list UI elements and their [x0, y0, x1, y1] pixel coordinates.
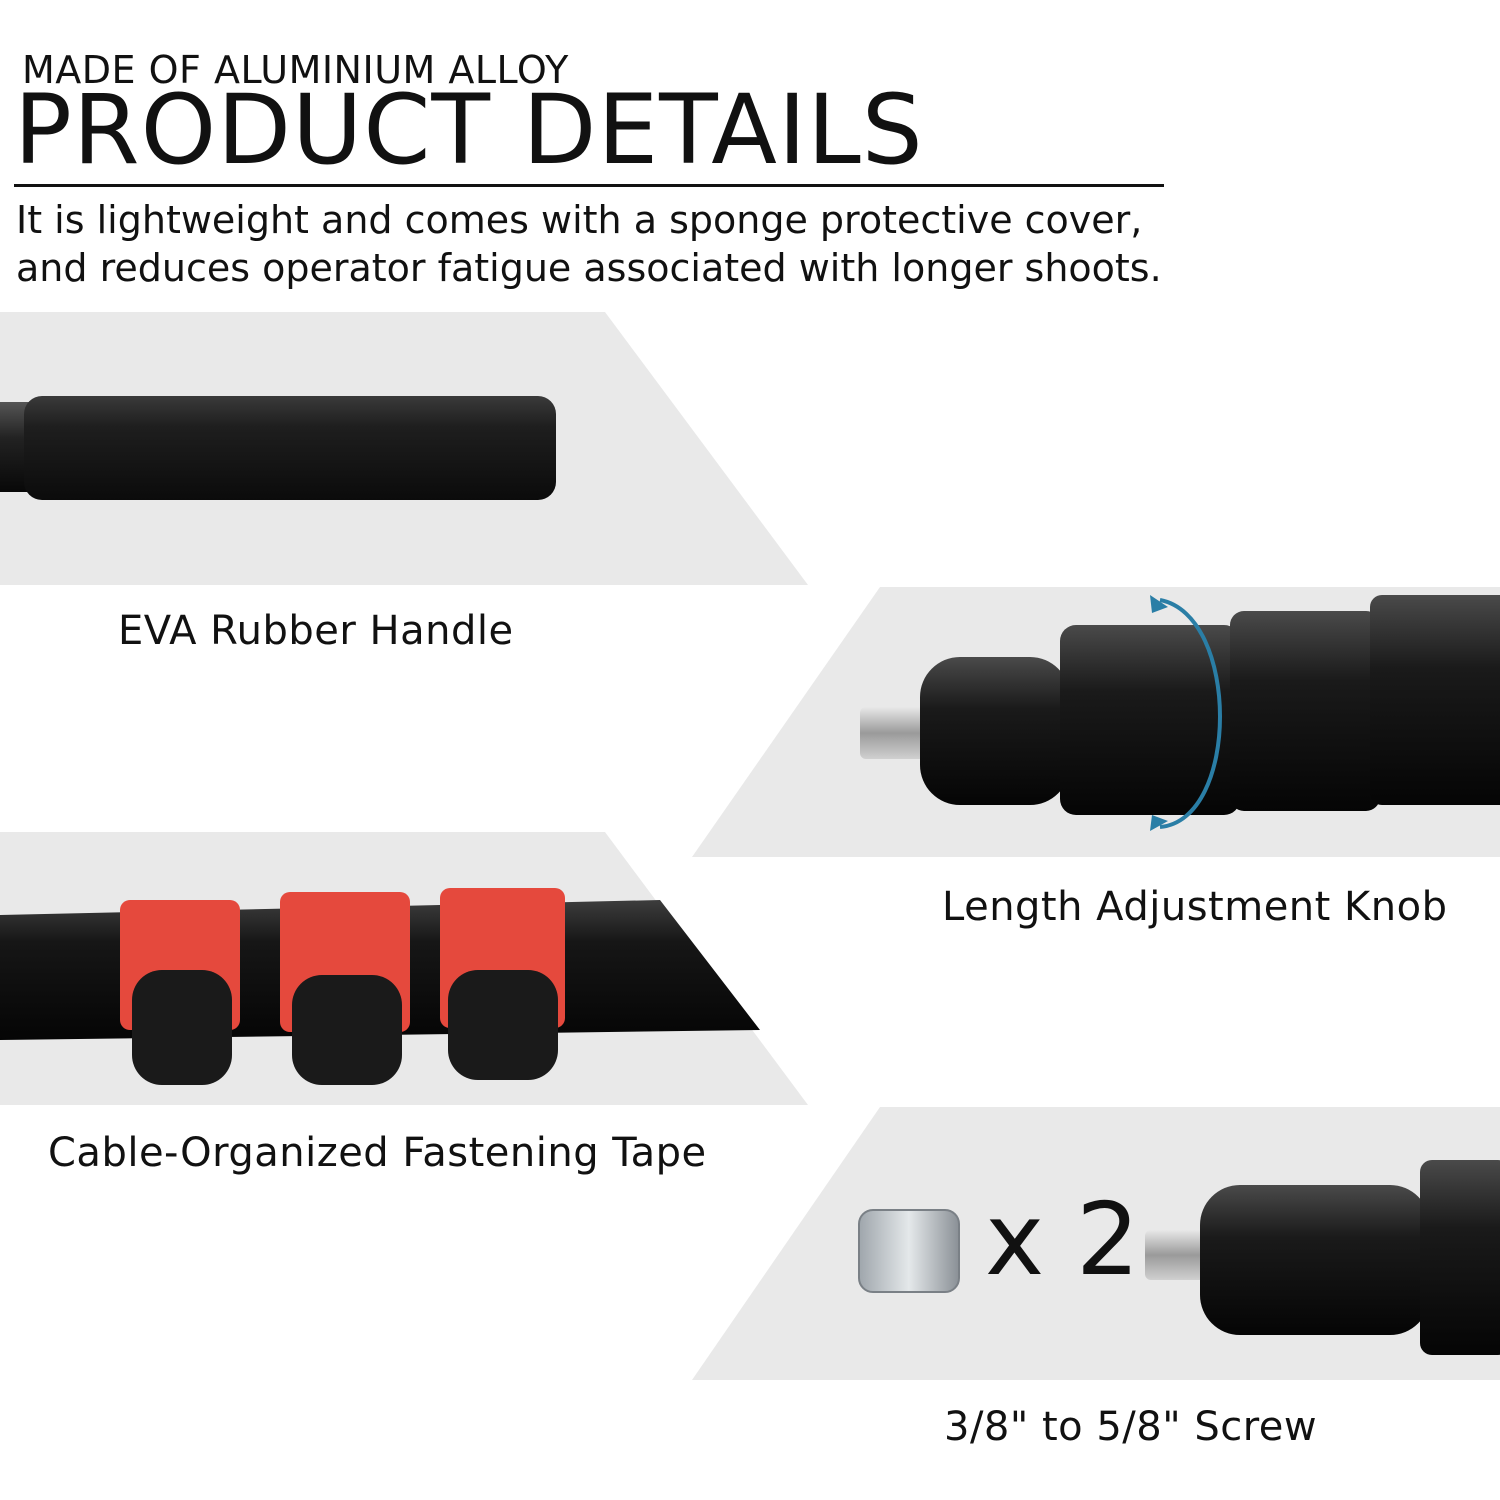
strap-2 — [280, 892, 410, 1085]
caption-screw: 3/8" to 5/8" Screw — [944, 1404, 1318, 1450]
strap-1 — [120, 900, 240, 1085]
strap-3 — [440, 888, 565, 1080]
adapter-nut-image — [858, 1209, 960, 1293]
quantity-label: x 2 — [985, 1181, 1140, 1298]
adjustment-knob-image — [860, 595, 1500, 831]
screw-mount-image — [1145, 1160, 1500, 1355]
page-title: PRODUCT DETAILS — [14, 74, 924, 186]
caption-eva-handle: EVA Rubber Handle — [118, 608, 514, 654]
subtitle: MADE OF ALUMINIUM ALLOY — [22, 48, 569, 92]
foam-handle-image — [0, 396, 556, 500]
description-line-1: It is lightweight and comes with a spong… — [16, 198, 1143, 242]
description: It is lightweight and comes with a spong… — [16, 196, 1162, 292]
fastening-tape-image — [0, 888, 760, 1085]
caption-adjustment-knob: Length Adjustment Knob — [942, 884, 1448, 930]
description-line-2: and reduces operator fatigue associated … — [16, 246, 1162, 290]
title-divider — [14, 184, 1164, 187]
caption-fastening-tape: Cable-Organized Fastening Tape — [48, 1130, 707, 1176]
